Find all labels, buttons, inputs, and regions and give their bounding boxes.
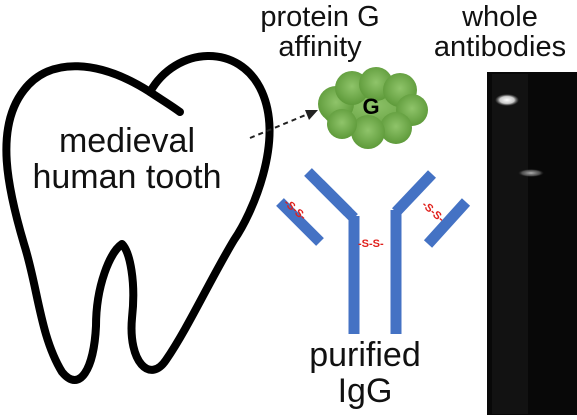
protein-label-line2: affinity xyxy=(278,31,362,64)
antibodies-label-line1: whole xyxy=(462,1,538,33)
dashed-arrow-line xyxy=(249,113,309,139)
antibodies-label-line2: antibodies xyxy=(433,31,567,64)
gel-lane-haze xyxy=(492,74,528,414)
protein-g-cloud xyxy=(318,67,428,149)
igg-left-heavy-chain xyxy=(316,180,358,222)
gel-band-lower xyxy=(518,169,544,177)
tooth-label-line1: medieval xyxy=(58,122,196,160)
gel-band-upper xyxy=(495,94,519,106)
purified-label-line2: IgG xyxy=(337,371,393,410)
purified-igg-label: purified IgG xyxy=(290,336,440,410)
protein-g-letter: G xyxy=(362,94,380,119)
protein-g-label: protein G affinity xyxy=(232,2,408,63)
igg-left-light-chain-lower xyxy=(276,198,324,246)
protein-label-line1: protein G xyxy=(260,1,380,33)
igg-antibody xyxy=(276,168,471,334)
arrow-head-icon xyxy=(305,110,318,120)
tooth-label: medieval human tooth xyxy=(32,122,222,196)
tooth-outline xyxy=(2,52,274,384)
igg-right-light-chain xyxy=(423,198,471,248)
igg-right-heavy-chain xyxy=(392,170,436,216)
tooth-label-line2: human tooth xyxy=(32,157,222,196)
tooth-notch xyxy=(146,88,184,116)
whole-antibodies-label: whole antibodies xyxy=(420,2,577,63)
disulfide-bond-center: -S-S- xyxy=(358,238,384,250)
purified-label-line1: purified xyxy=(309,336,421,374)
